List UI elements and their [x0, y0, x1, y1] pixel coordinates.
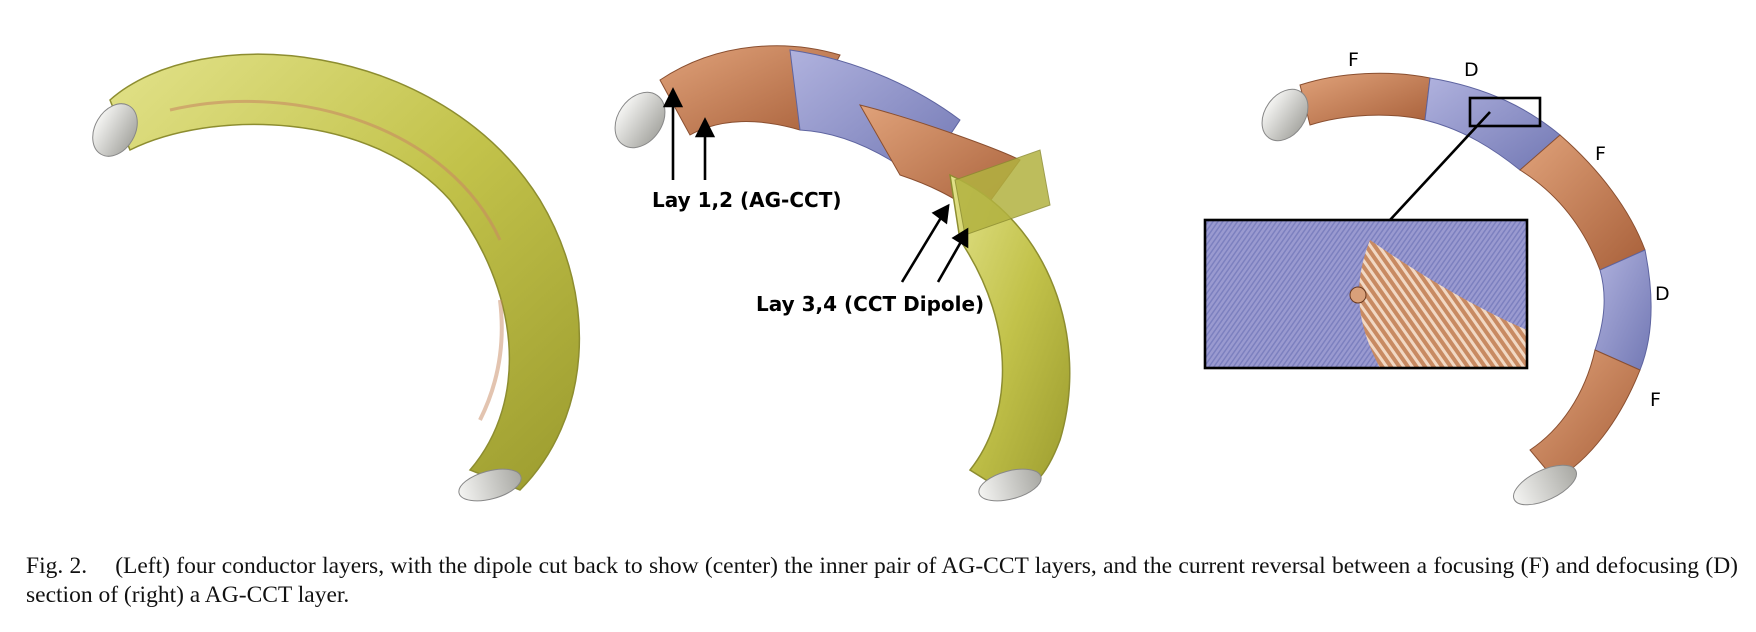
left-beam-pipe-bottom	[458, 468, 522, 502]
right-beam-pipe-top	[1261, 88, 1309, 142]
figure-illustration: Lay 1,2 (AG-CCT) Lay 3,4 (CCT Dipole)	[92, 45, 1670, 506]
inset-zoom-box	[1468, 96, 1542, 128]
right-section-f3	[1529, 349, 1641, 481]
left-magnet	[92, 53, 581, 502]
figure-caption-text: (Left) four conductor layers, with the d…	[26, 553, 1738, 608]
right-section-f2	[1519, 134, 1646, 271]
section-label-f-2: F	[1595, 143, 1606, 165]
left-dipole-body	[109, 53, 581, 491]
right-magnet: F D F D F	[1203, 49, 1670, 506]
center-beam-pipe-top	[614, 91, 666, 149]
right-section-f1	[1299, 72, 1431, 126]
center-magnet: Lay 1,2 (AG-CCT) Lay 3,4 (CCT Dipole)	[614, 45, 1071, 502]
section-label-d-2: D	[1655, 283, 1670, 305]
right-section-d2	[1594, 249, 1652, 371]
figure-caption: Fig. 2.(Left) four conductor layers, wit…	[26, 552, 1738, 610]
left-beam-pipe-top	[92, 103, 138, 157]
label-lay-1-2: Lay 1,2 (AG-CCT)	[652, 188, 842, 212]
inset-leader-line	[1389, 111, 1491, 221]
arrow-icon	[662, 87, 716, 180]
arrow-icon	[900, 203, 969, 283]
section-label-d-1: D	[1464, 59, 1479, 81]
center-dipole-cut-edge	[954, 149, 1051, 236]
right-beam-pipe-bottom	[1513, 464, 1577, 506]
figure-number: Fig. 2.	[26, 553, 88, 579]
inset-detail	[1203, 218, 1529, 370]
label-lay-3-4: Lay 3,4 (CCT Dipole)	[756, 292, 984, 316]
section-label-f-1: F	[1348, 49, 1359, 71]
center-beam-pipe-bottom	[978, 468, 1042, 502]
section-label-f-3: F	[1650, 389, 1661, 411]
